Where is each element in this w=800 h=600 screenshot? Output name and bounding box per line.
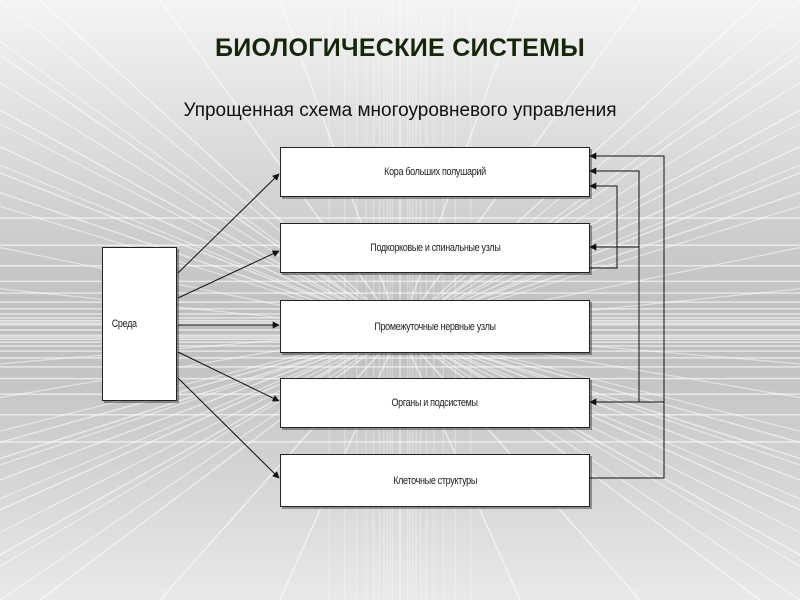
box-intermediate-ganglia: Промежуточные нервные узлы xyxy=(280,300,590,353)
box-cellular-structures: Клеточные структуры xyxy=(280,454,590,507)
box-cellular-label: Клеточные структуры xyxy=(393,474,477,487)
box-environment-label: Среда xyxy=(111,318,137,330)
box-organs-label: Органы и подсистемы xyxy=(391,397,479,409)
feedback-organs-to-cortex xyxy=(589,167,640,403)
arrow-env-to-subcortical xyxy=(177,250,280,299)
arrow-env-to-cortex xyxy=(177,173,280,274)
arrow-env-to-organs xyxy=(177,351,280,402)
box-intermediate-label: Промежуточные нервные узлы xyxy=(374,320,496,333)
box-environment: Среда xyxy=(102,247,177,401)
slide-title: БИОЛОГИЧЕСКИЕ СИСТЕМЫ xyxy=(214,34,586,62)
box-subcortical-nodes: Подкорковые и спинальные узлы xyxy=(280,223,590,273)
slide-subtitle: Упрощенная схема многоуровневого управле… xyxy=(183,100,617,121)
box-organs-subsystems: Органы и подсистемы xyxy=(280,378,590,428)
feedback-subcortical-to-cortex xyxy=(589,182,618,269)
box-cortex: Кора больших полушарий xyxy=(280,147,590,197)
box-subcortical-label: Подкорковые и спинальные узлы xyxy=(369,242,501,254)
arrow-env-to-cellular xyxy=(177,377,280,479)
feedback-cellular-to-cortex xyxy=(589,152,665,479)
box-cortex-label: Кора больших полушарий xyxy=(384,166,486,178)
